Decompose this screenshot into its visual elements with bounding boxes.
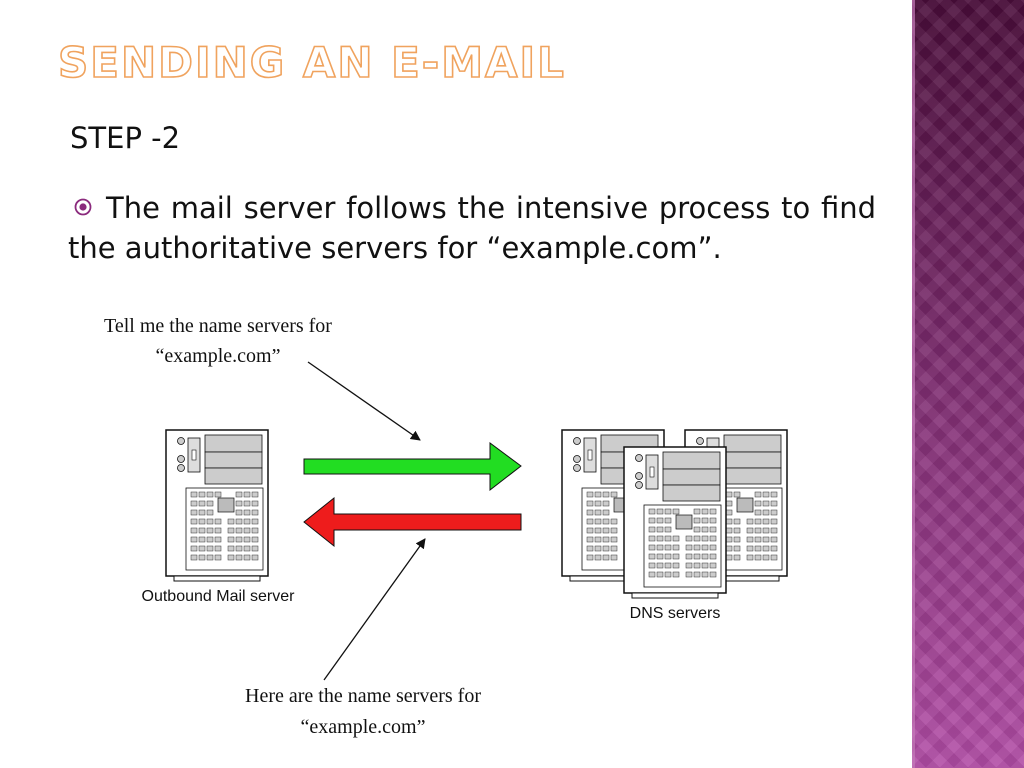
bullet-text: The mail server follows the intensive pr… bbox=[68, 191, 876, 265]
response-pointer bbox=[323, 538, 426, 681]
response-note-line1: Here are the name servers for bbox=[245, 685, 481, 707]
slide-title: Sending an E-mail bbox=[57, 37, 566, 88]
dns-servers-label: DNS servers bbox=[630, 605, 721, 622]
outbound-server-label: Outbound Mail server bbox=[142, 588, 296, 605]
step-heading: STEP -2 bbox=[70, 121, 181, 155]
bullet-point: The mail server follows the intensive pr… bbox=[68, 188, 876, 268]
response-arrow bbox=[303, 496, 522, 548]
response-note-line2: “example.com” bbox=[301, 716, 426, 738]
dns-server-icon-front bbox=[623, 446, 727, 599]
outbound-server-icon bbox=[165, 429, 269, 582]
request-arrow bbox=[303, 442, 522, 492]
request-note-line2: “example.com” bbox=[156, 345, 281, 367]
decorative-side-band bbox=[912, 0, 1024, 768]
request-note-line1: Tell me the name servers for bbox=[104, 315, 332, 337]
target-bullet-icon bbox=[74, 198, 92, 216]
request-pointer bbox=[307, 361, 421, 441]
